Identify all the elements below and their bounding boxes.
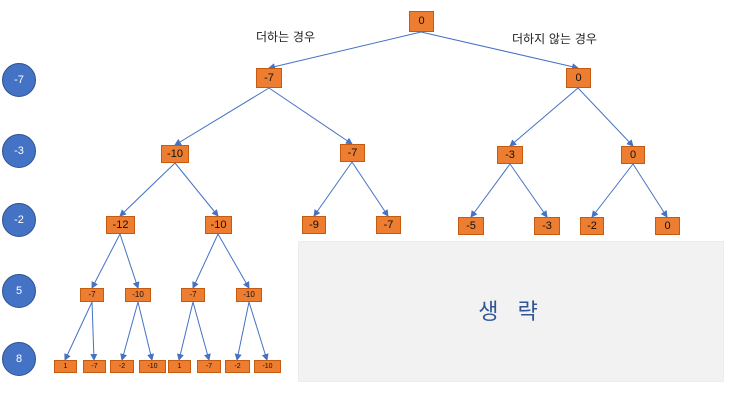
tree-edge-arrow (120, 301, 139, 361)
tree-edge-arrow (591, 163, 634, 218)
tree-node: -2 (580, 217, 604, 235)
tree-edge-arrow (509, 87, 579, 147)
tree-node: -7 (80, 288, 104, 302)
tree-node: 1 (54, 360, 77, 373)
tree-node: -9 (302, 216, 326, 234)
tree-edge-arrow (174, 87, 270, 146)
tree-edge-arrow (177, 301, 194, 361)
branch-label-skip: 더하지 않는 경우 (512, 32, 597, 46)
tree-node: -12 (106, 216, 135, 234)
tree-node: 0 (566, 68, 591, 88)
tree-node: 0 (655, 217, 680, 235)
tree-node: -10 (236, 288, 262, 302)
tree-edge-arrow (192, 233, 219, 289)
tree-node: -3 (534, 217, 560, 235)
tree-edge-arrow (234, 301, 250, 361)
tree-node: -7 (197, 360, 221, 373)
branch-label-add: 더하는 경우 (256, 30, 316, 44)
tree-node: -2 (225, 360, 250, 373)
level-circle: -2 (2, 203, 36, 237)
level-circle: 5 (2, 274, 36, 308)
level-circle: -3 (2, 134, 36, 168)
tree-edge-arrow (470, 163, 511, 218)
tree-node: -7 (340, 144, 365, 162)
level-circle: -7 (2, 63, 36, 97)
tree-edge-arrow (91, 233, 121, 289)
tree-node: -7 (181, 288, 205, 302)
tree-node: -7 (83, 360, 106, 373)
tree-node: -7 (256, 68, 282, 88)
tree-edge-arrow (119, 233, 140, 289)
tree-edge-arrow (248, 301, 269, 361)
tree-node: -10 (125, 288, 151, 302)
tree-edge-arrow (174, 162, 219, 217)
tree-edge-arrow (420, 31, 579, 71)
tree-edge-arrow (217, 233, 250, 289)
tree-edge-arrow (64, 301, 93, 361)
tree-node: 0 (621, 146, 645, 164)
tree-node: -7 (376, 216, 401, 234)
tree-node: -10 (254, 360, 281, 373)
tree-node: -10 (161, 145, 189, 163)
tree-edge-arrow (90, 301, 98, 361)
tree-node: -10 (139, 360, 166, 373)
tree-edge-arrow (268, 87, 353, 145)
tree-edge-arrow (509, 163, 548, 218)
tree-edge-arrow (192, 301, 211, 361)
tree-edge-arrow (351, 161, 389, 217)
tree-node: -3 (497, 146, 523, 164)
tree-edge-arrow (313, 161, 353, 217)
tree-edge-arrow (268, 31, 422, 71)
tree-edge-arrow (119, 162, 176, 217)
tree-edge-arrow (137, 301, 154, 361)
omitted-label: 생 략 (478, 300, 544, 325)
omitted-area: 생 략 (298, 241, 724, 382)
tree-node: -5 (458, 217, 484, 235)
tree-node: 1 (168, 360, 191, 373)
tree-node-root: 0 (409, 11, 434, 32)
level-circle: 8 (2, 342, 36, 376)
tree-node: -10 (205, 216, 232, 234)
tree-edge-arrow (577, 87, 634, 147)
tree-edge-arrow (632, 163, 668, 218)
tree-node: -2 (110, 360, 134, 373)
